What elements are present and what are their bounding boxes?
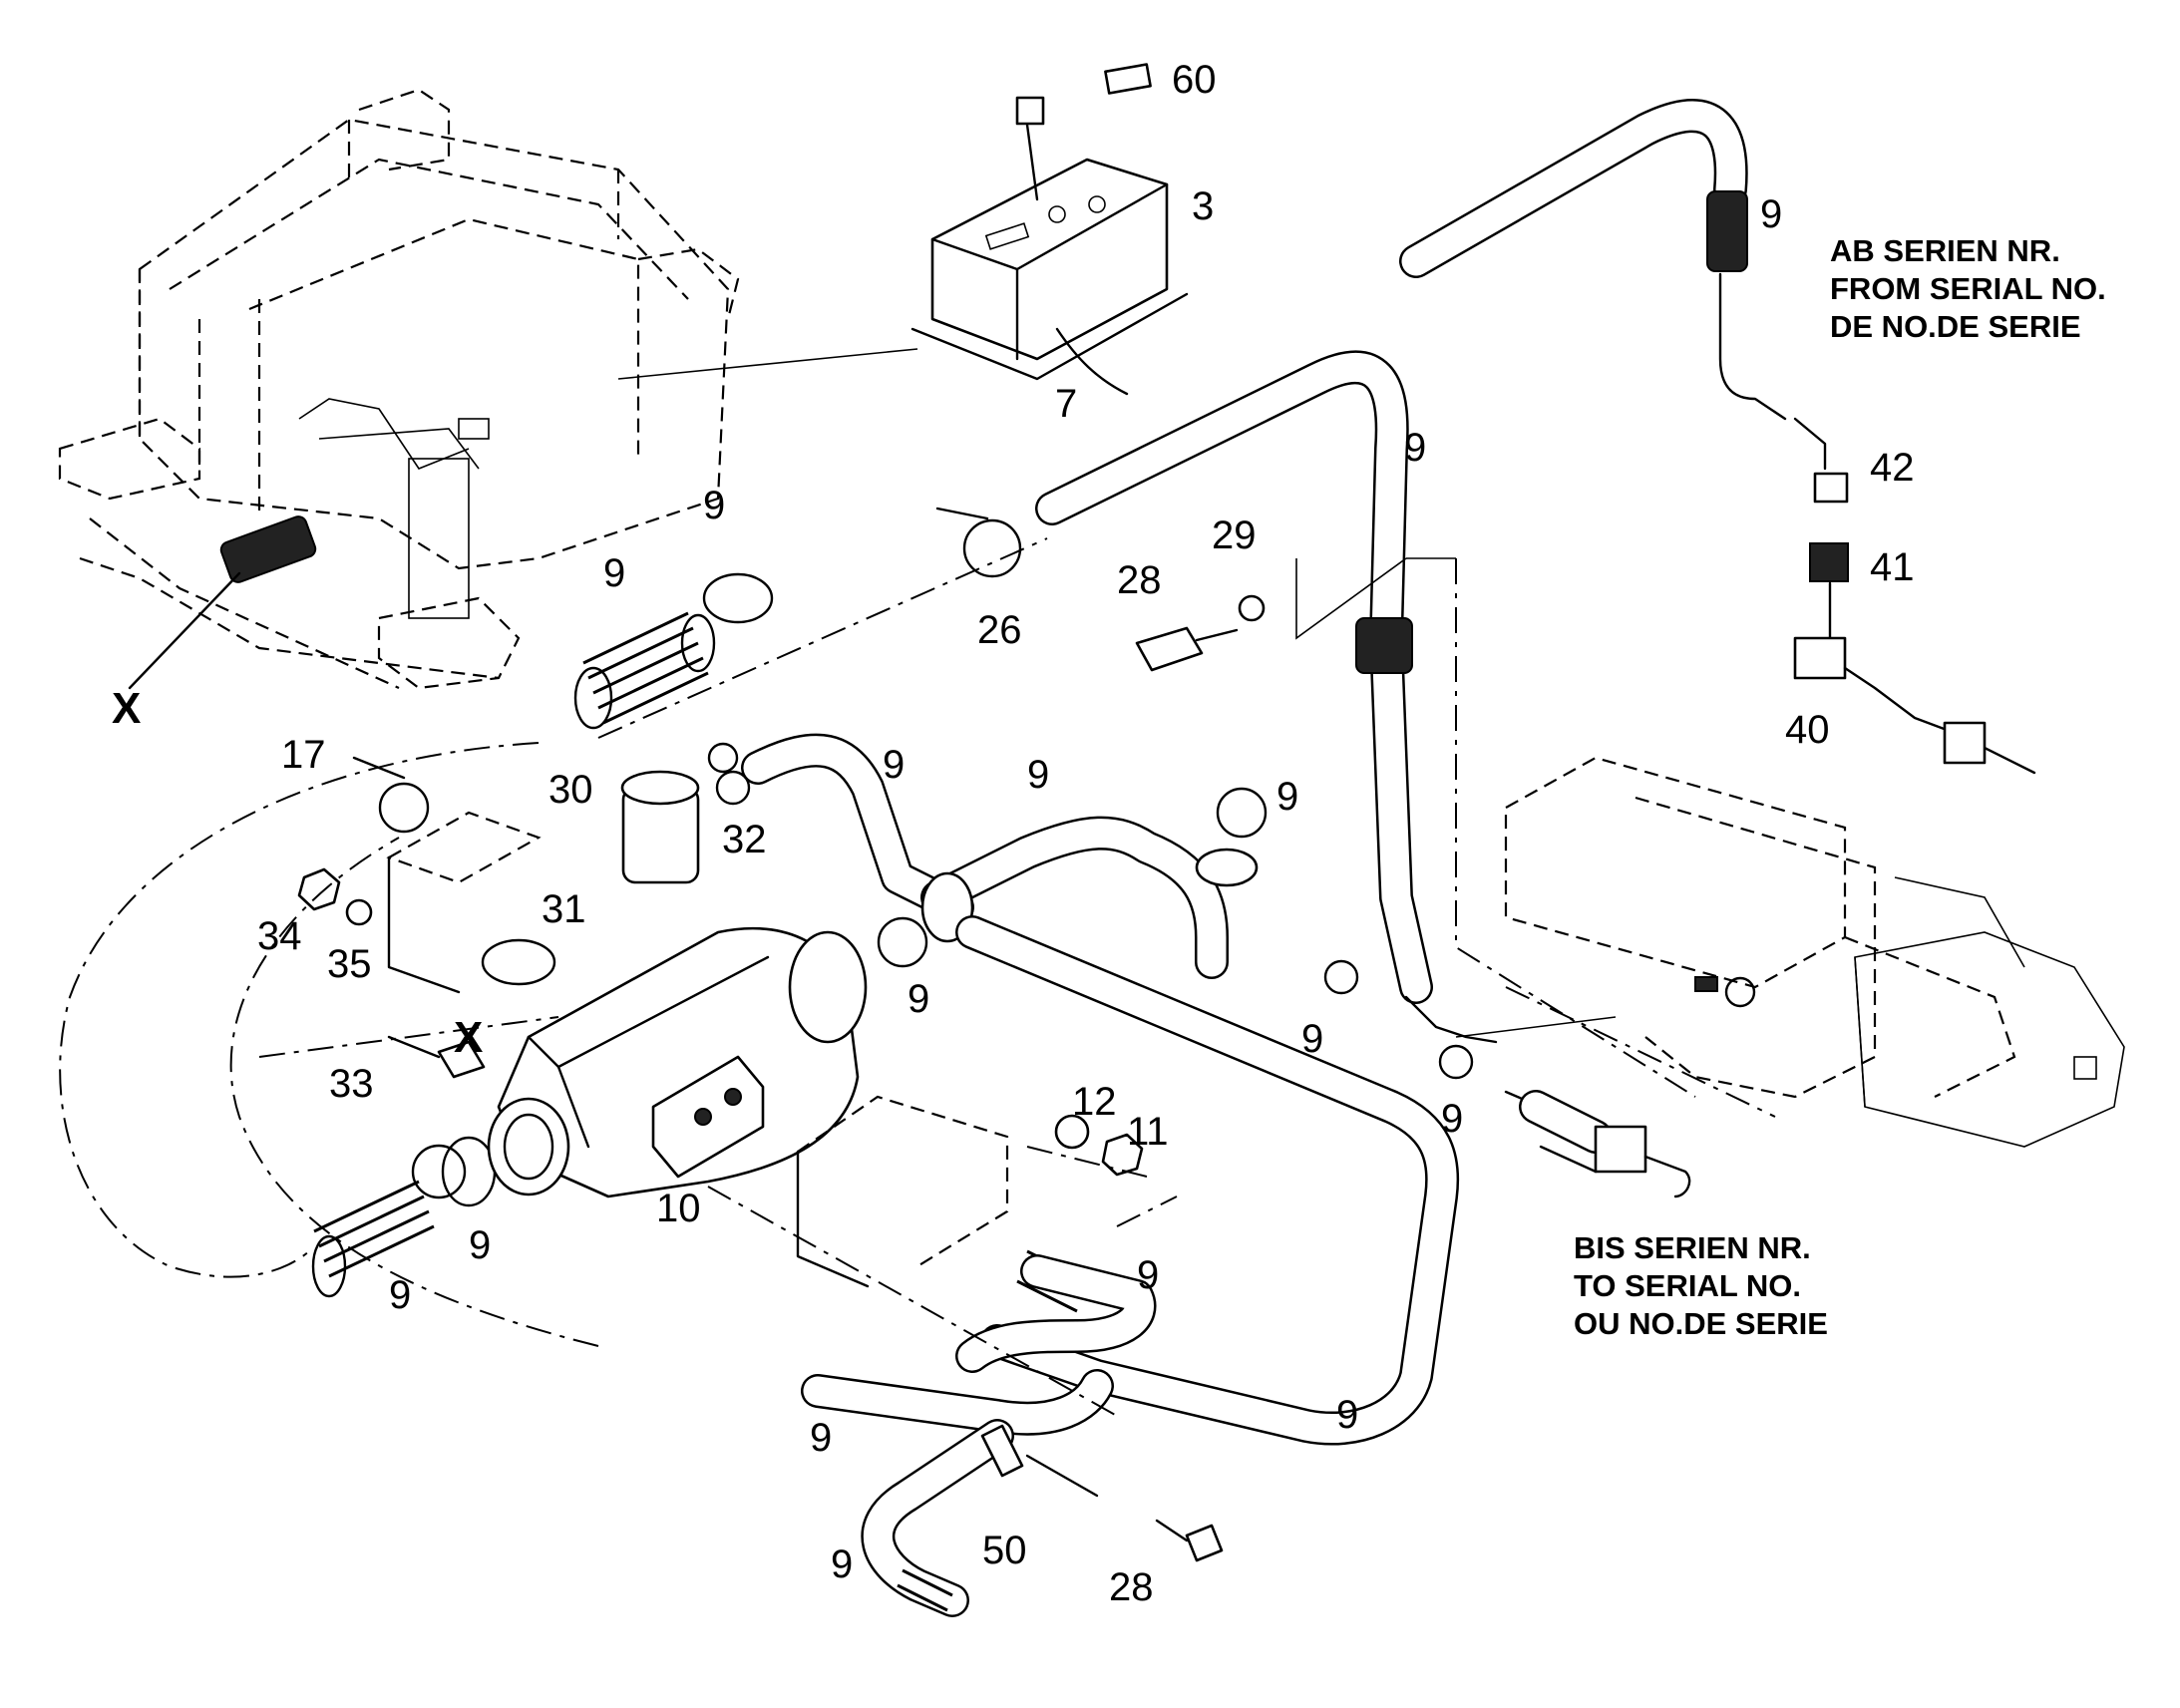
heater-unit-10 <box>487 926 868 1198</box>
clamp-26 <box>935 507 1022 578</box>
label-33: 33 <box>329 1062 374 1106</box>
label-7: 7 <box>1055 382 1077 426</box>
label-9: 9 <box>1027 753 1049 797</box>
reservoir-30 <box>620 733 974 924</box>
return-hose <box>955 915 1460 1446</box>
label-34: 34 <box>257 914 302 958</box>
label-9: 9 <box>883 743 905 787</box>
note-line: AB SERIEN NR. <box>1830 233 2060 268</box>
cab-frame <box>58 88 740 690</box>
label-42: 42 <box>1870 446 1915 490</box>
note-from-serial: AB SERIEN NR. FROM SERIAL NO. DE NO.DE S… <box>1830 233 2106 344</box>
lower-hoses <box>801 1249 1157 1617</box>
note-line: TO SERIAL NO. <box>1574 1268 1801 1303</box>
label-29: 29 <box>1212 513 1257 557</box>
label-9: 9 <box>389 1273 411 1317</box>
label-32: 32 <box>722 818 767 861</box>
label-9: 9 <box>1137 1253 1159 1297</box>
bracket-31 <box>386 811 556 994</box>
note-to-serial: BIS SERIEN NR. TO SERIAL NO. OU NO.DE SE… <box>1574 1230 1828 1341</box>
label-11: 11 <box>1127 1110 1169 1154</box>
label-12: 12 <box>1072 1080 1117 1124</box>
bolt-33 <box>387 1035 486 1079</box>
note-line: DE NO.DE SERIE <box>1830 309 2081 344</box>
label-9: 9 <box>1441 1097 1463 1141</box>
label-9: 9 <box>703 484 725 527</box>
note-line: OU NO.DE SERIE <box>1574 1306 1828 1341</box>
label-28: 28 <box>1109 1565 1154 1609</box>
control-box <box>617 63 1189 396</box>
label-28: 28 <box>1117 558 1162 602</box>
label-x: X <box>112 684 141 733</box>
note-line: FROM SERIAL NO. <box>1830 271 2106 306</box>
label-9: 9 <box>1301 1017 1323 1061</box>
label-9: 9 <box>1276 775 1298 819</box>
fuel-fittings <box>1793 417 2036 775</box>
label-40: 40 <box>1785 708 1830 752</box>
switch-x <box>128 515 317 690</box>
label-10: 10 <box>656 1187 701 1230</box>
mounting-bracket <box>796 1095 1144 1288</box>
label-60: 60 <box>1172 58 1217 102</box>
label-9: 9 <box>1404 426 1426 470</box>
label-9: 9 <box>603 551 625 595</box>
label-3: 3 <box>1192 184 1214 228</box>
leader-lines <box>1295 557 1456 640</box>
label-50: 50 <box>982 1529 1027 1572</box>
clamp-50 <box>980 1424 1224 1562</box>
upper-hose <box>1399 99 1787 421</box>
label-26: 26 <box>977 608 1022 652</box>
label-9: 9 <box>831 1542 853 1586</box>
label-41: 41 <box>1870 545 1915 589</box>
label-9: 9 <box>1336 1393 1358 1437</box>
label-x: X <box>454 1013 483 1062</box>
label-30: 30 <box>548 768 593 812</box>
label-9: 9 <box>810 1416 832 1460</box>
cable-loop <box>59 537 1178 1417</box>
note-line: BIS SERIEN NR. <box>1574 1230 1811 1265</box>
label-9: 9 <box>1760 192 1782 236</box>
fuel-tank <box>1455 558 2125 1148</box>
label-9: 9 <box>469 1223 491 1267</box>
flex-hose-top <box>573 572 774 730</box>
bolt-28-top <box>1135 594 1266 672</box>
label-9: 9 <box>908 977 929 1021</box>
label-31: 31 <box>542 887 586 931</box>
valve-assembly <box>1504 1090 1691 1198</box>
elbow-hose <box>920 816 1259 979</box>
part-labels: 60 3 7 9 9 9 42 41 40 29 28 26 9 X 17 30… <box>112 58 1915 1609</box>
clamps-heater <box>411 742 1474 1199</box>
label-35: 35 <box>327 942 372 986</box>
label-17: 17 <box>281 733 326 777</box>
clamp-17 <box>352 756 430 834</box>
vertical-hose <box>1035 350 1498 1044</box>
nut-34 <box>297 867 373 926</box>
